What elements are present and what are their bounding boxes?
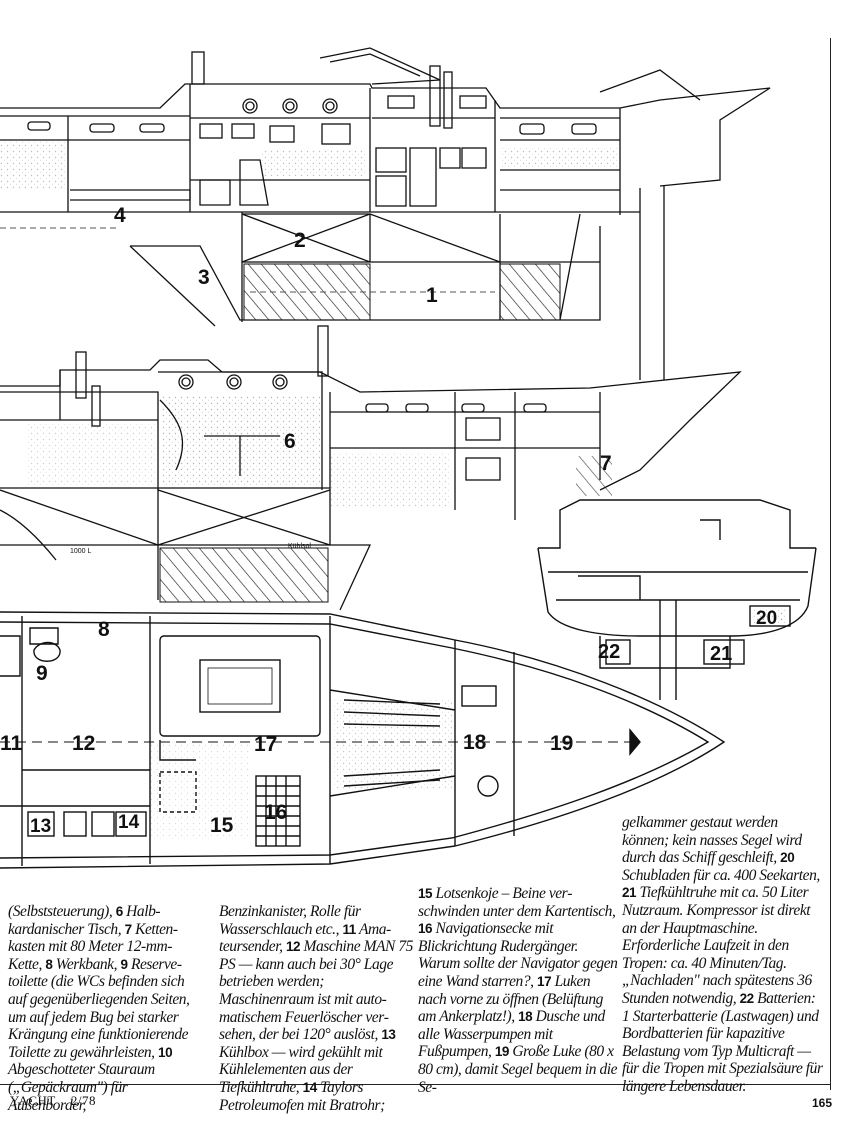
label-9: 9: [36, 662, 48, 685]
label-3: 3: [198, 266, 210, 289]
tank-note-right: Kühlsol: [288, 543, 311, 550]
caption-item-text: Kühlbox — wird gekühlt mit Kühlelementen…: [219, 1043, 383, 1096]
label-2: 2: [294, 229, 306, 252]
label-11: 11: [0, 732, 23, 755]
caption-text: Benzinkanister, Rolle für Wasserschlauch…: [219, 903, 415, 1114]
caption-item-text: Batterien: 1 Starterbatterie (Lastwagen)…: [622, 989, 823, 1095]
label-8: 8: [98, 618, 110, 641]
caption-item-text: Tiefkühltruhe mit ca. 50 Liter Nutzraum.…: [622, 884, 812, 1007]
caption-item-number: 12: [285, 939, 301, 955]
label-13: 13: [30, 816, 51, 837]
caption-item-text: Große Luke (80 x 80 cm), damit Segel beq…: [418, 1043, 618, 1096]
caption-item-number: 15: [418, 886, 433, 901]
caption-item-text: (Selbststeuerung),: [8, 903, 116, 920]
cross-section: [537, 499, 817, 700]
right-margin-rule: [830, 38, 831, 1090]
caption-item-number: 14: [302, 1079, 318, 1095]
label-21: 21: [710, 643, 732, 665]
caption-item-number: 17: [537, 973, 552, 989]
tank-note-left: 1000 L: [70, 548, 92, 555]
caption-item-text: Reserve­toilette (die WCs befinden sich …: [8, 955, 190, 1061]
caption-item-text: Dusche und alle Wasser­pumpen mit Fußpum…: [418, 1008, 605, 1061]
caption-item-number: 7: [124, 921, 133, 937]
caption-item-text: Halb­kardanischer Tisch,: [8, 903, 161, 938]
caption-item-text: Luken nach vorne zu öffnen (Belüf­tung a…: [418, 972, 603, 1026]
caption-item-text: Ketten­kasten mit 80 Meter 12-mm-Kette,: [8, 920, 178, 973]
caption-item-number: 13: [381, 1027, 396, 1043]
caption-item-text: gelkammer gestaut werden können; kein na…: [622, 814, 802, 867]
label-19: 19: [550, 732, 573, 755]
caption-item-number: 8: [45, 956, 53, 972]
label-18: 18: [463, 731, 487, 754]
caption-item-text: Taylors Petroleumofen mit Bratrohr;: [219, 1078, 385, 1114]
label-1: 1: [426, 284, 438, 307]
magazine-name: YACHT: [10, 1093, 56, 1108]
footer-rule: [0, 1084, 831, 1085]
label-6: 6: [284, 430, 296, 453]
caption-item-text: Navigations­ecke mit Blickrichtung Ruder…: [418, 920, 618, 990]
label-22: 22: [598, 641, 620, 663]
page-number: 165: [812, 1096, 833, 1110]
caption-item-number: 21: [622, 885, 637, 901]
label-16: 16: [264, 801, 287, 824]
label-14: 14: [118, 812, 140, 833]
caption-item-text: Maschine MAN 75 PS — kann auch bei 30° L…: [219, 938, 413, 1044]
caption-item-number: 22: [739, 990, 755, 1006]
footer-magazine: YACHT 2/78: [10, 1093, 96, 1109]
label-20: 20: [756, 608, 777, 629]
caption-column-1: (Selbststeuerung), 6 Halb­kardanischer T…: [8, 903, 205, 1114]
label-15: 15: [210, 814, 234, 837]
caption-item-number: 19: [494, 1044, 510, 1060]
caption-item-text: Lotsenkoje – Beine ver­schwinden unter d…: [418, 885, 616, 920]
caption-text: (Selbststeuerung), 6 Halb­kardanischer T…: [8, 903, 205, 1114]
caption-text: 15 Lotsenkoje – Beine ver­schwinden unte…: [418, 885, 618, 1096]
caption-item-number: 11: [342, 921, 356, 937]
caption-item-text: Werkbank,: [52, 955, 121, 973]
caption-item-text: Benzinkanister, Rolle für Wasserschlauch…: [219, 903, 361, 938]
caption-text: gelkammer gestaut werden können; kein na…: [622, 814, 826, 1096]
label-4: 4: [114, 204, 126, 227]
label-17: 17: [254, 733, 277, 756]
caption-item-number: 20: [780, 850, 795, 866]
issue-number: 2/78: [70, 1093, 96, 1108]
caption-item-number: 10: [158, 1044, 173, 1060]
caption-item-text: Schubladen für ca. 400 See­karten,: [622, 866, 820, 884]
caption-item-number: 18: [518, 1009, 533, 1025]
caption-item-number: 9: [120, 956, 128, 972]
caption-item-text: Ama­teursender,: [219, 920, 392, 956]
caption-column-2: Benzinkanister, Rolle für Wasserschlauch…: [219, 903, 415, 1114]
drawing-labels: 1 2 3 4 6 7 8 9 11 12 13 14 15 16 17 18 …: [0, 204, 777, 837]
caption-column-4: gelkammer gestaut werden können; kein na…: [622, 814, 826, 1096]
caption-item-text: Abgeschotte­ter Stauraum („Gepäck­raum")…: [8, 1061, 155, 1114]
caption-item-number: 16: [418, 921, 433, 937]
label-7: 7: [600, 452, 612, 475]
profile-section-aft: [0, 47, 771, 380]
caption-item-number: 6: [115, 904, 124, 919]
label-12: 12: [72, 732, 95, 755]
caption-column-3: 15 Lotsenkoje – Beine ver­schwinden unte…: [418, 885, 618, 1096]
